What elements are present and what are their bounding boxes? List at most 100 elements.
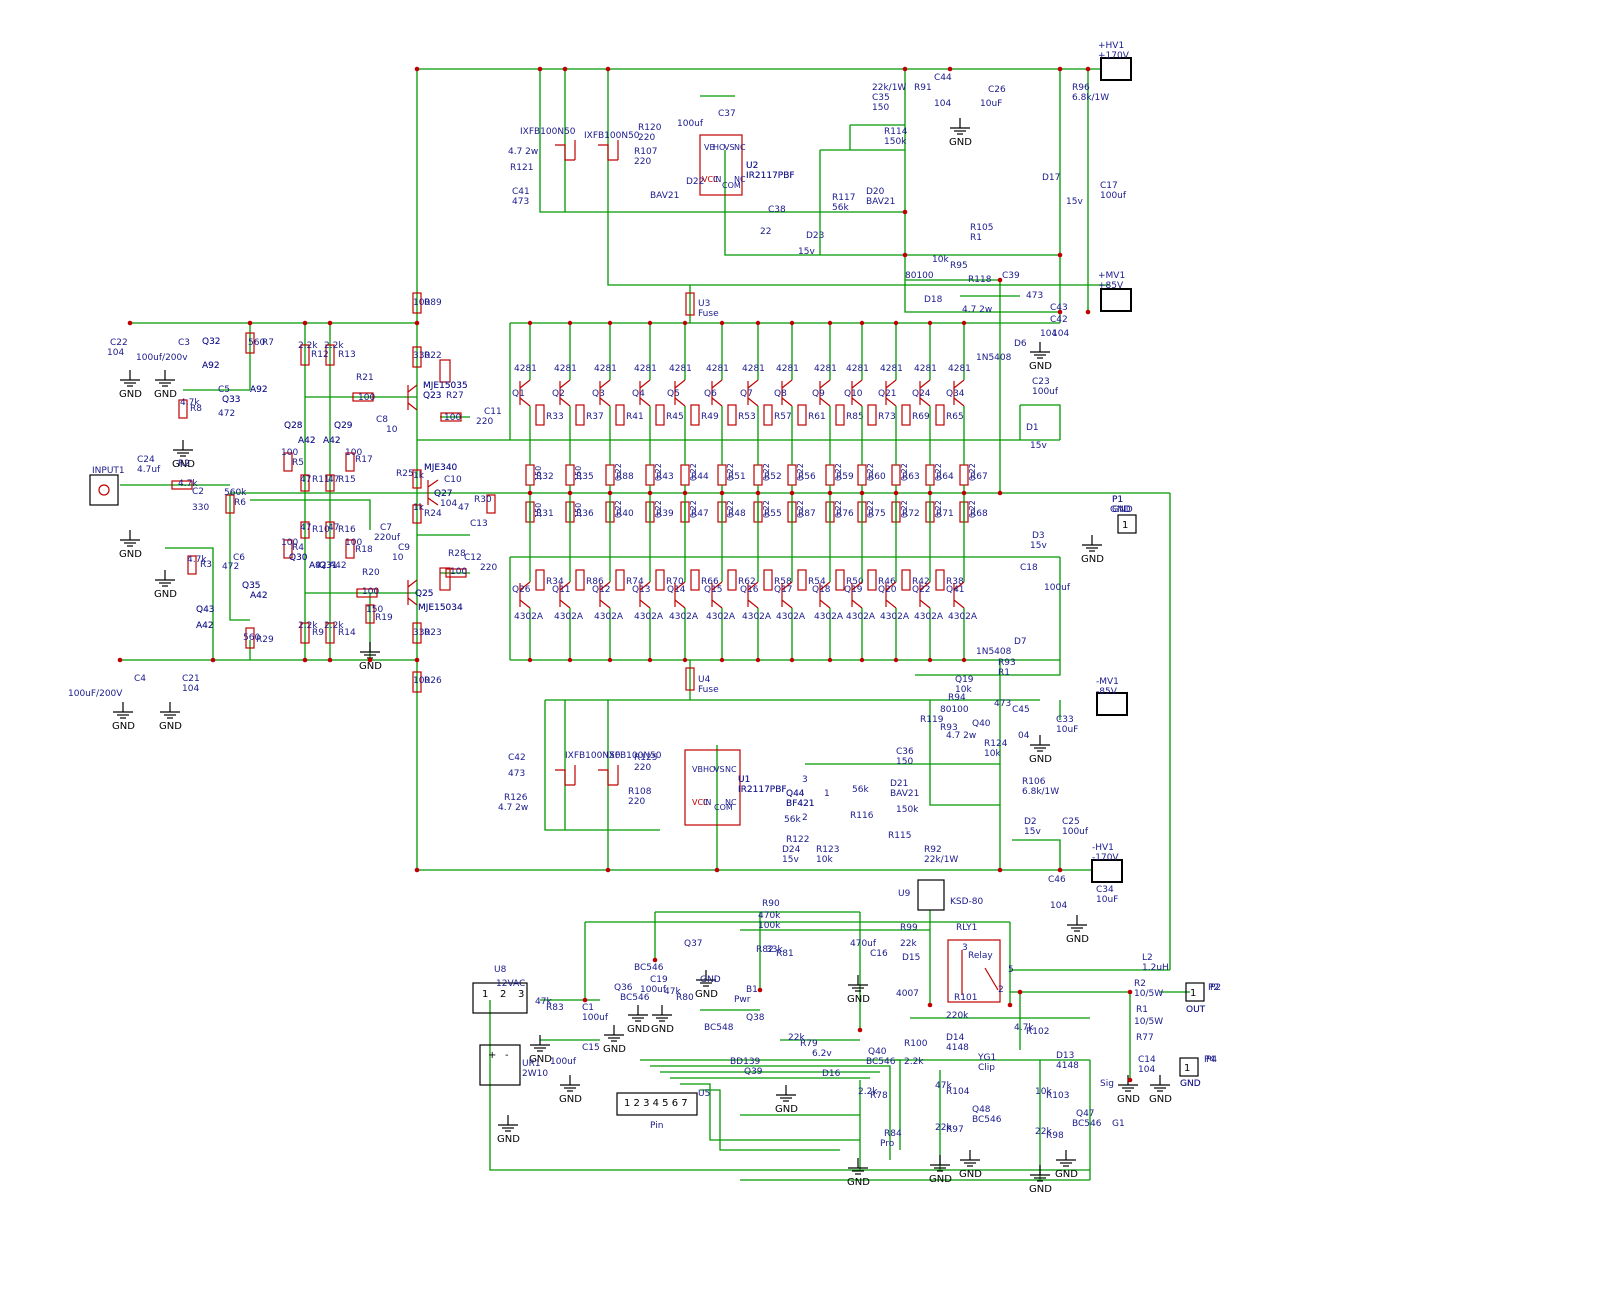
component-label: 330 xyxy=(413,628,430,638)
component-label: Q19 xyxy=(955,675,974,685)
component-label: R83 xyxy=(546,1003,564,1013)
base-resistor-body xyxy=(797,404,807,426)
output-transistor-part: 4302A xyxy=(846,612,876,622)
svg-text:2: 2 xyxy=(500,989,506,1000)
svg-text:-HV1: -HV1 xyxy=(1092,843,1114,853)
output-transistor-ref: Q10 xyxy=(844,389,863,399)
component-label: 220 xyxy=(634,157,651,167)
component-label: R114 xyxy=(884,127,908,137)
output-transistor-ref: Q8 xyxy=(774,389,787,399)
component-label: 10 xyxy=(386,425,398,435)
output-transistor-ref: Q2 xyxy=(552,389,565,399)
component-label: A92 xyxy=(309,561,327,571)
junction-dot xyxy=(367,657,373,663)
q25-ref: Q25 xyxy=(415,589,434,599)
junction-dot xyxy=(961,490,967,496)
component-label: 220uf xyxy=(374,533,401,543)
component-label: R107 xyxy=(634,147,657,157)
component-label: 220 xyxy=(634,763,651,773)
output-transistor-part: 4302A xyxy=(880,612,910,622)
output-transistor-ref: Q19 xyxy=(844,585,863,595)
ground-icon: GND xyxy=(1029,1165,1052,1195)
component-label: BC546 xyxy=(866,1057,896,1067)
ground-icon: GND xyxy=(559,1075,582,1105)
component-label: 6.2v xyxy=(812,1049,832,1059)
emitter-resistor-body xyxy=(605,464,615,486)
junction-dot xyxy=(1085,66,1091,72)
emitter-resistor-value: 0.22 xyxy=(866,463,875,481)
ground-label: GND xyxy=(497,1134,520,1145)
component-label: C43 xyxy=(1050,303,1068,313)
q30-part: A42 xyxy=(309,561,327,571)
component-label: 10uF xyxy=(980,99,1002,109)
component-label: R96 xyxy=(1072,83,1090,93)
component-label: D21 xyxy=(890,779,908,789)
junction-dot xyxy=(902,66,908,72)
junction-dot xyxy=(247,320,253,326)
output-transistor-part: 4281 xyxy=(948,364,971,374)
base-resistor-body xyxy=(901,569,911,591)
component-label: R101 xyxy=(954,993,977,1003)
svg-text:INPUT1: INPUT1 xyxy=(92,466,125,476)
emitter-resistor-body xyxy=(525,464,535,486)
component-label: 1k xyxy=(413,471,425,481)
u2-pin-vs: VS xyxy=(724,143,735,152)
component-label: C13 xyxy=(470,519,488,529)
component-label: C42 xyxy=(1050,315,1068,325)
ground-label: GND xyxy=(1029,361,1052,372)
component-label: C36 xyxy=(896,747,914,757)
output-transistor-part: 4281 xyxy=(914,364,937,374)
component-label: Pro xyxy=(880,1139,895,1149)
component-label: 47 xyxy=(300,523,311,533)
ground-label: GND xyxy=(1029,1184,1052,1195)
component-label: C4 xyxy=(134,674,146,684)
component-label: 1N5408 xyxy=(976,353,1012,363)
component-label: 100uf xyxy=(1062,827,1089,837)
component-label: 4007 xyxy=(896,989,919,999)
u1-pin-vs: VS xyxy=(714,765,725,774)
emitter-resistor-ref: R43 xyxy=(656,472,674,482)
pin-header-u5: 1 2 3 4 5 6 7 xyxy=(616,1092,698,1116)
component-label: C39 xyxy=(1002,271,1020,281)
emitter-resistor-ref: R36 xyxy=(576,509,594,519)
component-label: R26 xyxy=(424,676,442,686)
emitter-resistor-value: 0.22 xyxy=(654,463,663,481)
junction-dot xyxy=(1127,1077,1133,1083)
base-resistor-ref: R86 xyxy=(586,577,604,587)
component-label: R121 xyxy=(510,163,533,173)
rail-hv-neg-connector: -HV1 -170V xyxy=(1091,843,1123,883)
component-label: C17 xyxy=(1100,181,1118,191)
component-label: R2 xyxy=(178,459,190,469)
ground-icon: GND xyxy=(497,1115,520,1145)
component-label: 100uf xyxy=(677,119,704,129)
junction-dot xyxy=(927,1002,933,1008)
component-label: D22 xyxy=(686,177,704,187)
component-label: 220 xyxy=(628,797,645,807)
component-label: OUT xyxy=(1186,1005,1206,1015)
output-transistor-part: 4281 xyxy=(880,364,903,374)
junction-dot xyxy=(567,490,573,496)
component-label: C22 xyxy=(110,338,128,348)
q27-ref: Q27 xyxy=(434,489,453,499)
ground-icon: GND xyxy=(119,370,142,400)
emitter-resistor-body xyxy=(753,464,763,486)
component-label: 100 xyxy=(358,393,375,403)
junction-dot xyxy=(302,320,308,326)
junction-dot xyxy=(755,320,761,326)
component-label: 47k xyxy=(935,1081,952,1091)
base-resistor-body xyxy=(690,404,700,426)
component-label: R19 xyxy=(375,613,393,623)
emitter-resistor-body xyxy=(959,464,969,486)
base-resistor-body xyxy=(763,569,773,591)
component-label: D17 xyxy=(1042,173,1060,183)
component-label: 1.2uH xyxy=(1142,963,1169,973)
junction-dot xyxy=(893,657,899,663)
emitter-resistor-body xyxy=(891,464,901,486)
